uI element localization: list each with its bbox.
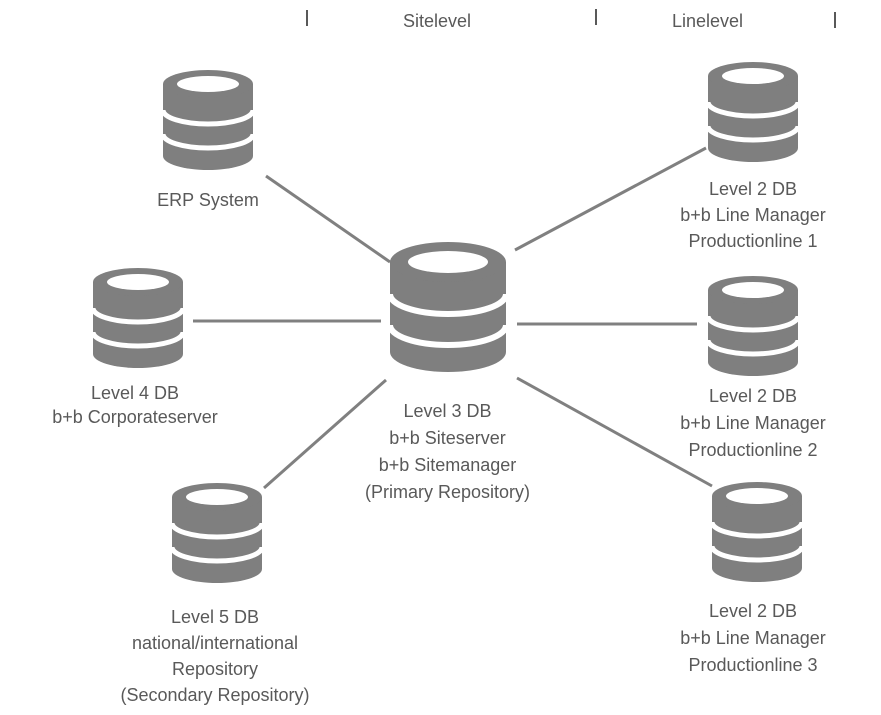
line2-label-line: b+b Line Manager — [680, 413, 826, 433]
connector-erp — [265, 174, 391, 264]
line2-label: Level 2 DB b+b Line Manager Productionli… — [643, 383, 863, 464]
erp-label: ERP System — [108, 188, 308, 212]
linelevel-header: Linelevel — [672, 11, 744, 31]
line2-label-line: Productionline 2 — [688, 440, 818, 460]
level4-label: Level 4 DB b+b Corporateserver — [15, 381, 255, 429]
connector-line1 — [514, 146, 707, 252]
line3-label-line: Productionline 3 — [688, 655, 818, 675]
database-icon-level5 — [172, 483, 262, 583]
line3-label-line: Level 2 DB — [708, 601, 798, 621]
connector-line3 — [516, 376, 713, 488]
database-icon-line2 — [708, 276, 798, 376]
database-icon-erp — [163, 70, 253, 170]
erp-label-line: ERP System — [157, 190, 259, 210]
column-divider — [595, 9, 597, 25]
line3-label: Level 2 DB b+b Line Manager Productionli… — [643, 598, 863, 679]
level5-label-line: Repository — [171, 659, 259, 679]
level4-label-line: b+b Corporateserver — [52, 407, 218, 427]
database-icon-level3 — [390, 242, 506, 372]
line3-label-line: b+b Line Manager — [680, 628, 826, 648]
line1-label-line: Productionline 1 — [688, 231, 818, 251]
column-divider — [306, 10, 308, 26]
line2-label-line: Level 2 DB — [708, 386, 798, 406]
level3-label-line: b+b Siteserver — [389, 428, 506, 448]
level4-label-line: Level 4 DB — [90, 383, 180, 403]
line1-label-line: b+b Line Manager — [680, 205, 826, 225]
line1-label-line: Level 2 DB — [708, 179, 798, 199]
line1-label: Level 2 DB b+b Line Manager Productionli… — [643, 176, 863, 254]
level5-label-line: Level 5 DB — [170, 607, 260, 627]
level3-label-line: Level 3 DB — [403, 401, 492, 421]
database-icon-line3 — [712, 482, 802, 582]
database-icon-level4 — [93, 268, 183, 368]
level3-label-line: b+b Sitemanager — [378, 455, 517, 475]
connector-level5 — [263, 378, 387, 490]
column-divider — [834, 12, 836, 28]
sitelevel-header: Sitelevel — [403, 11, 472, 31]
level3-label-line: (Primary Repository) — [364, 482, 531, 502]
level3-label: Level 3 DB b+b Siteserver b+b Sitemanage… — [325, 398, 570, 506]
database-icon-line1 — [708, 62, 798, 162]
level5-label: Level 5 DB national/international Reposi… — [95, 604, 335, 708]
level5-label-line: national/international — [131, 633, 299, 653]
level5-label-line: (Secondary Repository) — [120, 685, 310, 705]
